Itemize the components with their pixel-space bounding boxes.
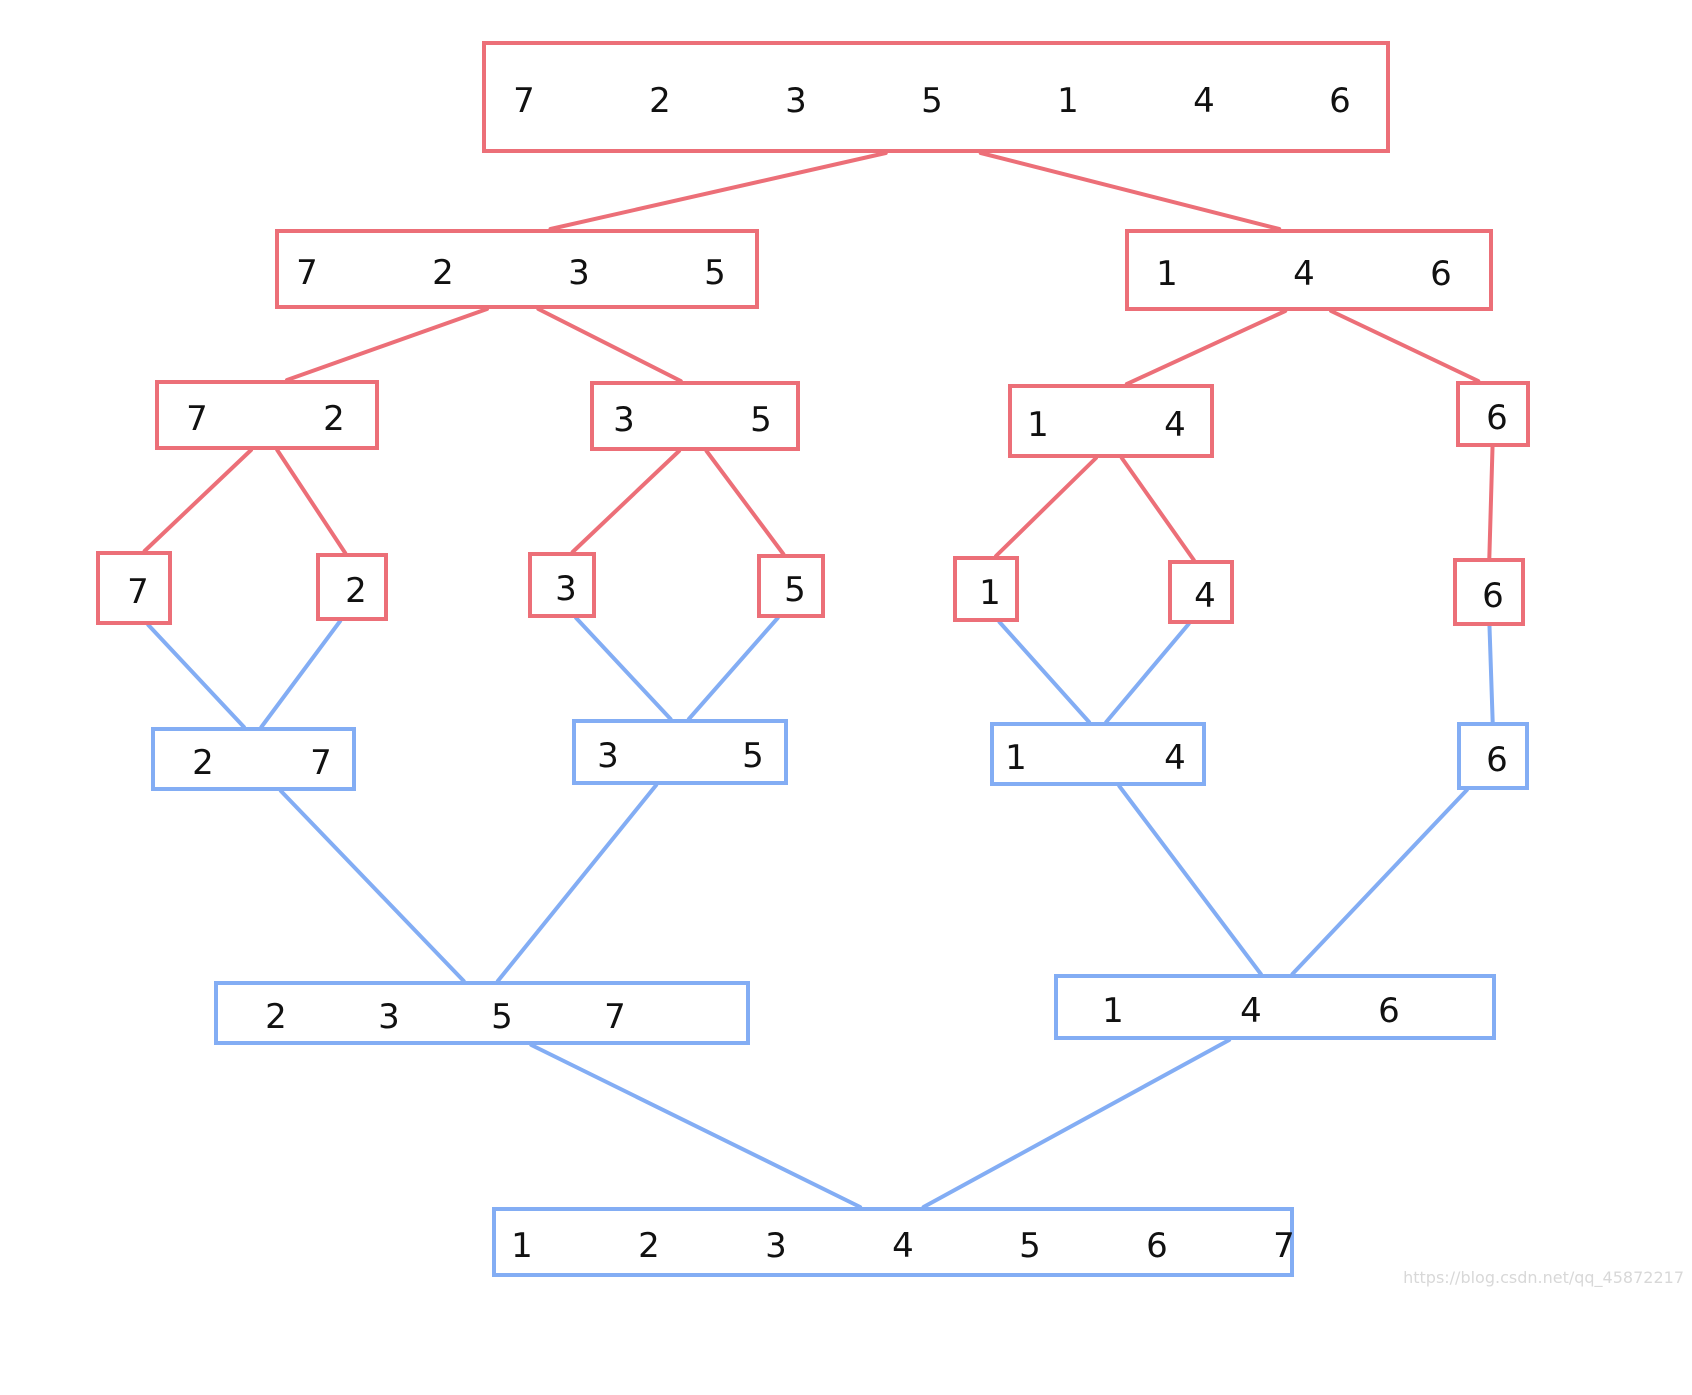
node-value: 6 (1146, 1226, 1168, 1266)
node-value: 3 (378, 997, 400, 1037)
node-value: 7 (604, 997, 626, 1037)
merge-edge-m2b-m3 (921, 1038, 1232, 1209)
node-value: 3 (613, 400, 635, 440)
split-node-s3e: 1 (953, 556, 1019, 622)
split-node-s1a: 7 2 3 5 (275, 229, 759, 309)
split-node-s3d: 5 (757, 554, 825, 618)
merge-edge-s3b-m1a (259, 619, 343, 729)
merge-node-m2a: 2 3 5 7 (214, 981, 750, 1045)
node-value: 3 (568, 253, 590, 293)
node-value: 2 (345, 571, 367, 611)
node-value: 4 (1240, 991, 1262, 1031)
split-edge-s1b-s2d (1329, 309, 1481, 383)
node-value: 2 (265, 997, 287, 1037)
node-value: 2 (638, 1226, 660, 1266)
node-value: 4 (1164, 738, 1186, 778)
node-value: 6 (1486, 398, 1508, 438)
merge-edge-m1b-m2a (495, 783, 659, 983)
node-value: 2 (323, 399, 345, 439)
split-node-s0: 7 2 3 5 1 4 6 (482, 41, 1390, 153)
merge-edge-m2a-m3 (529, 1043, 863, 1209)
split-edge-s2a-s3a (142, 448, 254, 553)
node-value: 7 (296, 253, 318, 293)
node-value: 6 (1430, 254, 1452, 294)
node-value: 3 (765, 1226, 787, 1266)
node-value: 2 (432, 253, 454, 293)
merge-node-m3: 1 2 3 4 5 6 7 (492, 1207, 1295, 1277)
node-value: 1 (1156, 254, 1178, 294)
node-value: 6 (1378, 991, 1400, 1031)
merge-edge-s3d-m1b (686, 616, 780, 721)
node-value: 2 (192, 743, 214, 783)
split-edge-s2a-s3b (275, 448, 348, 555)
merge-edge-s3e-m1c (997, 620, 1092, 724)
merge-edge-s3a-m1a (146, 623, 246, 729)
node-value: 6 (1486, 740, 1508, 780)
node-value: 1 (511, 1226, 533, 1266)
node-value: 6 (1482, 576, 1504, 616)
node-value: 4 (892, 1226, 914, 1266)
split-edge-s2c-s3f (1119, 456, 1196, 562)
split-node-s3c: 3 (528, 552, 596, 618)
node-value: 6 (1329, 81, 1351, 121)
node-value: 5 (491, 997, 513, 1037)
node-value: 2 (649, 81, 671, 121)
split-edge-s1b-s2c (1124, 309, 1288, 386)
node-value: 4 (1193, 81, 1215, 121)
merge-node-m1d: 6 (1457, 722, 1529, 790)
node-value: 3 (785, 81, 807, 121)
merge-node-m2b: 1 4 6 (1054, 974, 1496, 1040)
split-edge-s1a-s2b (536, 307, 683, 383)
node-value: 7 (310, 743, 332, 783)
split-edge-s2b-s3c (570, 449, 682, 554)
node-value: 7 (513, 81, 535, 121)
node-value: 1 (1027, 405, 1049, 445)
node-value: 4 (1164, 405, 1186, 445)
split-edge-s2b-s3d (704, 449, 786, 556)
split-edge-s2c-s3e (994, 456, 1098, 558)
split-edge-s0-s1b (978, 151, 1282, 231)
split-node-s2d: 6 (1456, 381, 1530, 447)
merge-edge-m1d-m2b (1290, 788, 1469, 976)
node-value: 7 (1273, 1226, 1295, 1266)
split-edge-s1a-s2a (285, 307, 489, 382)
node-value: 5 (750, 400, 772, 440)
node-value: 1 (1102, 991, 1124, 1031)
merge-edge-s3g-m1d (1487, 624, 1495, 724)
merge-edge-m1c-m2b (1117, 784, 1263, 976)
split-node-s1b: 1 4 6 (1125, 229, 1493, 311)
split-edge-s0-s1a (548, 151, 888, 231)
merge-edge-m1a-m2a (278, 789, 466, 983)
node-value: 7 (127, 572, 149, 612)
node-value: 5 (704, 253, 726, 293)
split-node-s3a: 7 (96, 551, 172, 625)
node-value: 3 (555, 569, 577, 609)
split-edge-s2d-s3g (1487, 445, 1495, 560)
node-value: 7 (186, 399, 208, 439)
node-value: 5 (742, 736, 764, 776)
node-value: 4 (1293, 254, 1315, 294)
split-node-s3b: 2 (316, 553, 388, 621)
merge-edge-s3f-m1c (1104, 622, 1191, 724)
node-value: 4 (1194, 576, 1216, 616)
merge-edge-s3c-m1b (574, 616, 673, 721)
split-node-s3f: 4 (1168, 560, 1234, 624)
node-value: 1 (979, 573, 1001, 613)
split-node-s3g: 6 (1453, 558, 1525, 626)
node-value: 5 (1019, 1226, 1041, 1266)
node-value: 1 (1057, 81, 1079, 121)
node-value: 5 (921, 81, 943, 121)
node-value: 1 (1005, 738, 1027, 778)
node-value: 3 (597, 736, 619, 776)
watermark: https://blog.csdn.net/qq_45872217 (1403, 1268, 1684, 1287)
node-value: 5 (784, 570, 806, 610)
